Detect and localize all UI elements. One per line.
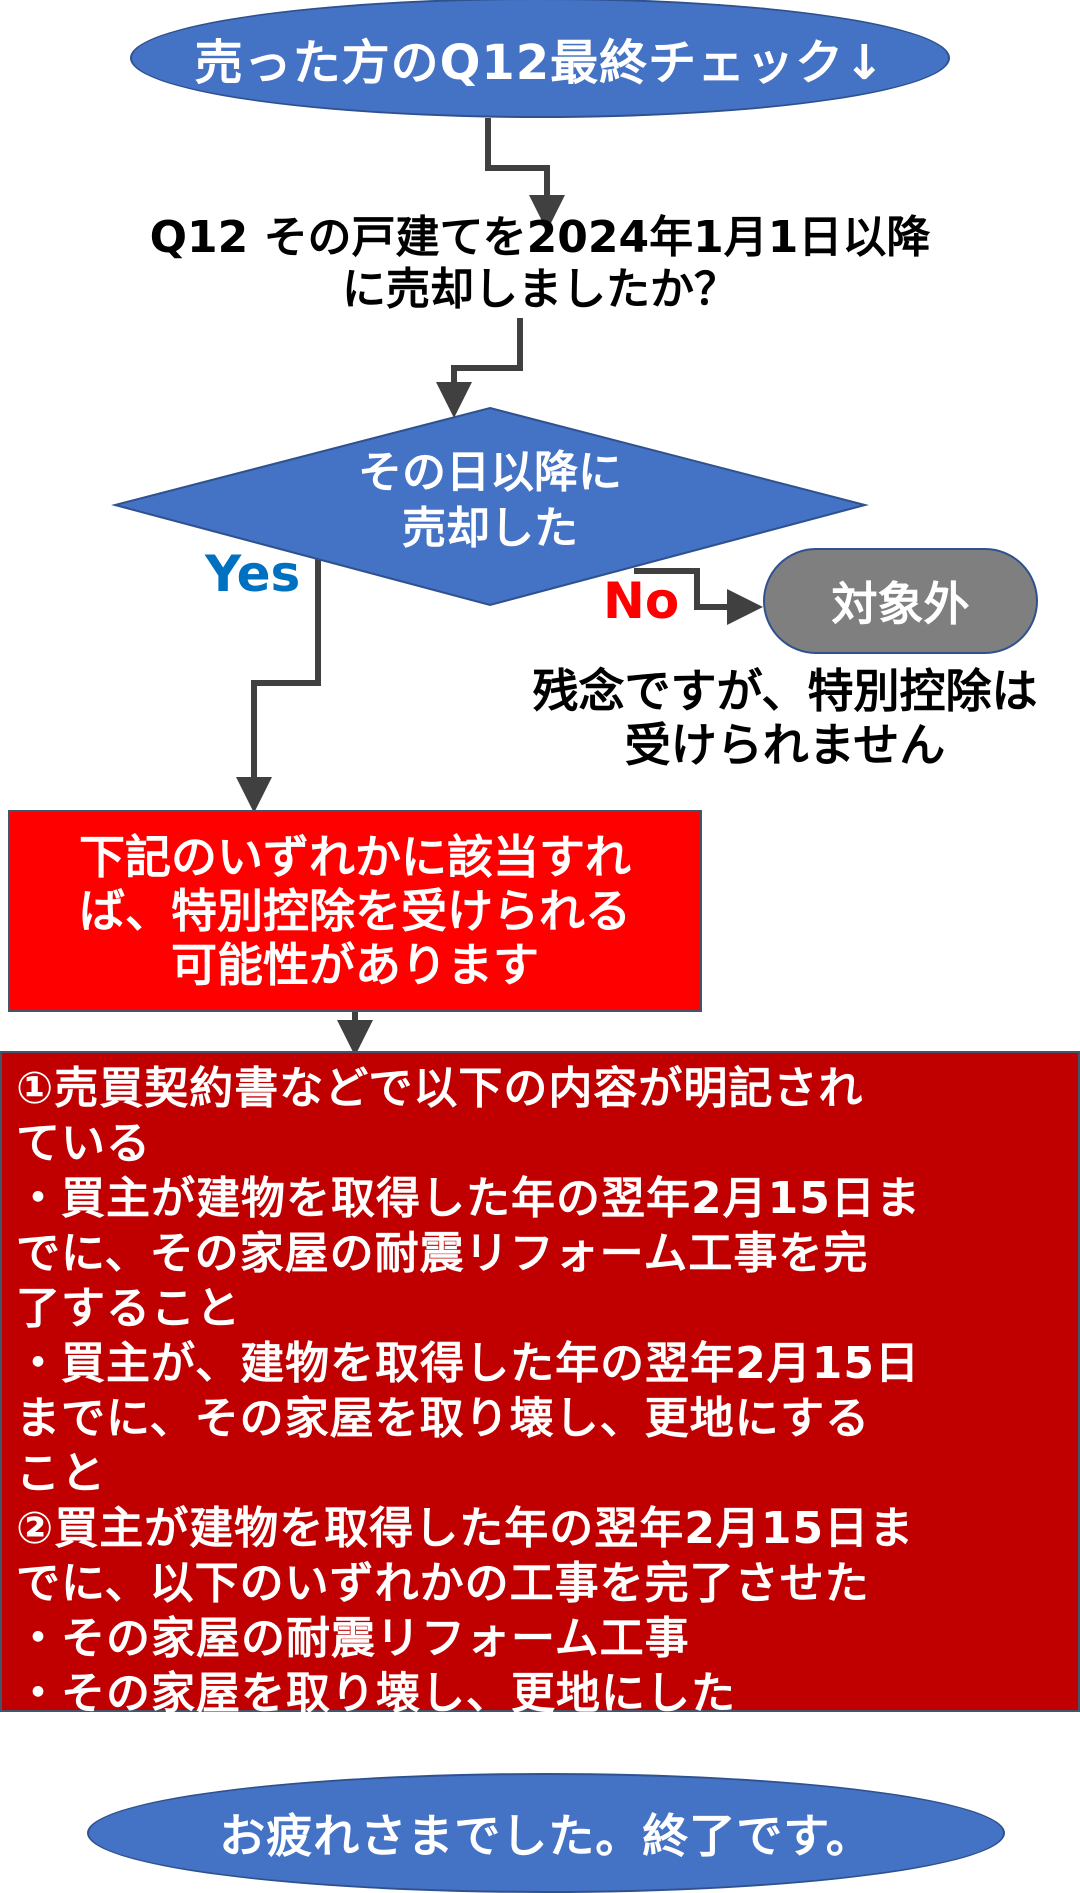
condition-line: ・買主が、建物を取得した年の翌年2月15日 (16, 1338, 920, 1389)
not-applicable-terminator: 対象外 (763, 548, 1038, 654)
no-message-line-2: 受けられません (624, 718, 946, 773)
end-label: お疲れさまでした。終了です。 (219, 1809, 873, 1863)
condition-line: こと (16, 1448, 106, 1499)
condition-line: ・その家屋の耐震リフォーム工事 (16, 1613, 690, 1664)
eligible-result-box: 下記のいずれかに該当すれ ば、特別控除を受けられる 可能性があります (8, 810, 702, 1012)
no-branch-message: 残念ですが、特別控除は 受けられません (490, 664, 1080, 773)
condition-line: ②買主が建物を取得した年の翌年2月15日ま (16, 1503, 915, 1554)
no-label: No (603, 572, 680, 630)
condition-line: ている (16, 1118, 151, 1169)
decision-label: その日以降に 売却した (290, 445, 690, 557)
start-label: 売った方のQ12最終チェック↓ (194, 35, 886, 91)
question-text: Q12 その戸建てを2024年1月1日以降 に売却しましたか？ (60, 212, 1020, 316)
start-terminator: 売った方のQ12最終チェック↓ (130, 0, 950, 118)
condition-line: ・買主が建物を取得した年の翌年2月15日ま (16, 1173, 921, 1224)
decision-line-2: 売却した (402, 503, 578, 554)
condition-line: でに、その家屋の耐震リフォーム工事を完 (16, 1228, 869, 1279)
condition-line: までに、その家屋を取り壊し、更地にする (16, 1393, 871, 1444)
end-terminator: お疲れさまでした。終了です。 (87, 1773, 1005, 1893)
condition-line: でに、以下のいずれかの工事を完了させた (16, 1558, 870, 1609)
no-message-line-1: 残念ですが、特別控除は (532, 664, 1038, 718)
eligible-line-2: ば、特別控除を受けられる (79, 884, 631, 938)
eligible-line-1: 下記のいずれかに該当すれ (79, 830, 631, 884)
conditions-box: ①売買契約書などで以下の内容が明記され ている ・買主が建物を取得した年の翌年2… (0, 1051, 1080, 1719)
yes-label: Yes (205, 545, 301, 603)
condition-line: ・その家屋を取り壊し、更地にした (16, 1668, 736, 1719)
decision-diamond-shape (111, 406, 869, 607)
question-line-1: Q12 その戸建てを2024年1月1日以降 (149, 212, 931, 263)
condition-line: ①売買契約書などで以下の内容が明記され (16, 1063, 864, 1114)
question-line-2: に売却しましたか？ (342, 263, 738, 315)
condition-line: 了すること (16, 1283, 241, 1334)
decision-line-1: その日以降に (358, 447, 622, 498)
eligible-line-3: 可能性があります (171, 938, 539, 992)
not-applicable-label: 対象外 (831, 577, 970, 631)
